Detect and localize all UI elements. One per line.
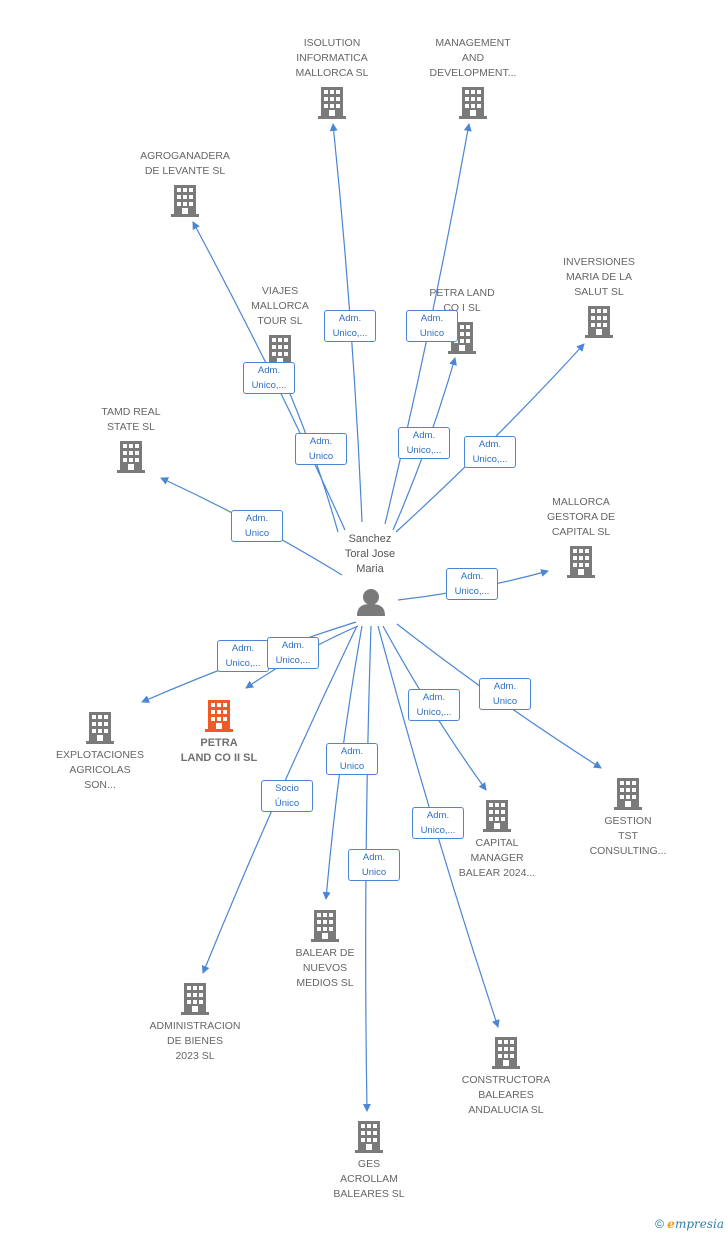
edge-label-balear-nuevos[interactable]: Adm.Unico (326, 743, 378, 775)
building-icon (318, 87, 346, 119)
edge-label-gestion-tst[interactable]: Adm.Unico (479, 678, 531, 710)
building-icon (86, 712, 114, 744)
building-icon (181, 983, 209, 1015)
edge-label-tamd[interactable]: Adm.Unico (231, 510, 283, 542)
building-icon (459, 87, 487, 119)
edge-label-capital-manager[interactable]: Adm.Unico,... (408, 689, 460, 721)
edge-label-viajes[interactable]: Adm.Unico (295, 433, 347, 465)
edge-label-constructora[interactable]: Adm.Unico,... (412, 807, 464, 839)
building-icon (171, 185, 199, 217)
building-icon (483, 800, 511, 832)
building-icon (567, 546, 595, 578)
edge-label-mallorca-gestora[interactable]: Adm.Unico,... (446, 568, 498, 600)
copyright-symbol: © (655, 1217, 664, 1231)
edge-label-isolution[interactable]: Adm.Unico,... (324, 310, 376, 342)
person-icon (357, 589, 385, 616)
edge-label-agroganadera[interactable]: Adm.Unico,... (243, 362, 295, 394)
footer-brand: © empresia (655, 1217, 724, 1231)
edge-label-explotaciones[interactable]: Adm.Unico,... (217, 640, 269, 672)
edge-label-petra2[interactable]: Adm.Unico,... (267, 637, 319, 669)
building-icon (311, 910, 339, 942)
building-icon (614, 778, 642, 810)
building-icon (585, 306, 613, 338)
building-icon (117, 441, 145, 473)
building-icon (355, 1121, 383, 1153)
edge-label-management[interactable]: Adm.Unico (406, 310, 458, 342)
building-icon (492, 1037, 520, 1069)
edge-label-petra1[interactable]: Adm.Unico,... (398, 427, 450, 459)
empresia-logo: empresia (667, 1217, 724, 1231)
edge-label-ges-acrollam[interactable]: Adm.Unico (348, 849, 400, 881)
building-icon (205, 700, 233, 732)
edge-label-inversiones[interactable]: Adm.Unico,... (464, 436, 516, 468)
